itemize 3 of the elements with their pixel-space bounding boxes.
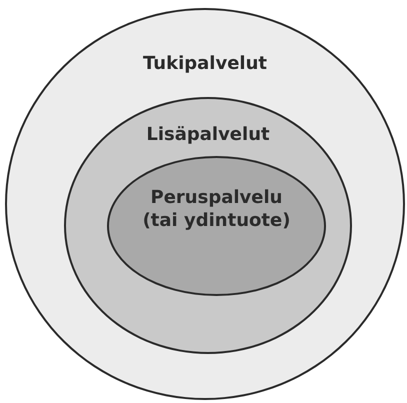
layer-label: Peruspalvelu (tai ydintuote) (142, 187, 290, 232)
layer-label: Lisäpalvelut (146, 124, 270, 145)
layer-label: Tukipalvelut (143, 53, 267, 74)
